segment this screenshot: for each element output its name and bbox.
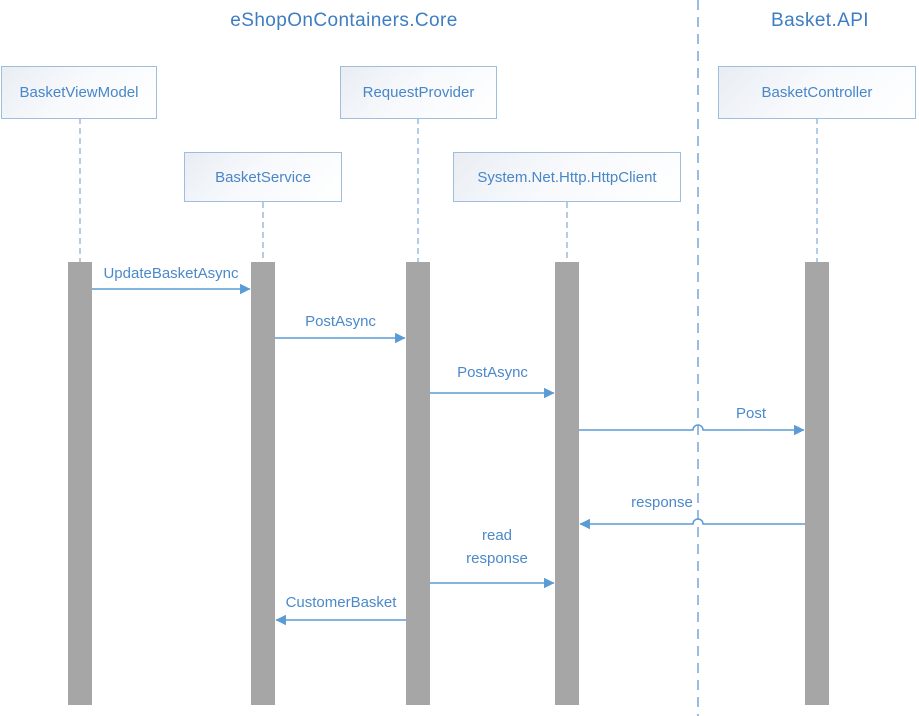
frame-title-core: eShopOnContainers.Core — [230, 10, 458, 31]
activation-bar-httpclient — [555, 262, 579, 705]
message-arrow-response — [579, 518, 805, 530]
activation-bar-basketservice — [251, 262, 275, 705]
message-label-postasync-1: PostAsync — [305, 313, 376, 330]
message-label-updatebasketasync: UpdateBasketAsync — [103, 265, 239, 282]
frame-title-basket-api: Basket.API — [771, 10, 869, 31]
message-label-postasync-2: PostAsync — [457, 364, 528, 381]
participant-basketservice: BasketService — [184, 152, 342, 202]
activation-bar-basketcontroller — [805, 262, 829, 705]
participant-basketviewmodel: BasketViewModel — [1, 66, 157, 119]
message-label-customerbasket: CustomerBasket — [285, 594, 397, 611]
message-label-response: response — [631, 494, 693, 511]
participant-basketcontroller: BasketController — [718, 66, 916, 119]
participant-requestprovider: RequestProvider — [340, 66, 497, 119]
message-label-post: Post — [735, 405, 766, 422]
activation-bar-requestprovider — [406, 262, 430, 705]
activation-bar-basketviewmodel — [68, 262, 92, 705]
participant-httpclient: System.Net.Http.HttpClient — [453, 152, 681, 202]
message-arrow-post — [579, 424, 805, 436]
message-label-read-response: read response — [466, 527, 528, 567]
